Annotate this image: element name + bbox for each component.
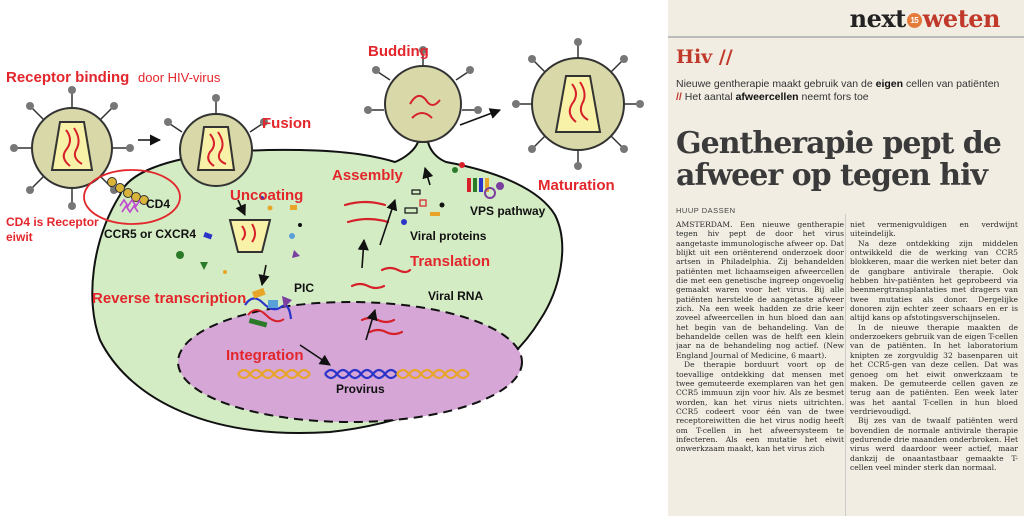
label-maturation: Maturation	[538, 177, 615, 194]
label-pic: PIC	[294, 281, 314, 295]
article-title: Gentherapie pept de afweer op tegen hiv	[676, 126, 1002, 193]
capsid-debris	[176, 196, 302, 274]
label-assembly: Assembly	[332, 167, 404, 184]
article-paragraph: niet vermenigvuldigen en verdwijnt uitei…	[850, 220, 1018, 239]
viral-rna-strands	[343, 200, 412, 336]
label-translation: Translation	[410, 253, 490, 270]
vps-pathway	[452, 162, 504, 199]
label-reverse-transcription: Reverse transcription	[92, 290, 246, 307]
label-vps: VPS pathway	[470, 204, 546, 218]
uncoating-capsid	[228, 219, 272, 253]
article-paragraph: In de nieuwe therapie maakten de onderzo…	[850, 322, 1018, 416]
label-cd4-receptor-1: CD4 is Receptor	[6, 215, 99, 229]
virus-fusion	[164, 94, 268, 187]
page-number-badge: 15	[906, 13, 922, 28]
label-viral-proteins: Viral proteins	[410, 229, 487, 243]
label-integration: Integration	[226, 347, 304, 364]
article-paragraph: AMSTERDAM. Een nieuwe gentherapie tegen …	[676, 220, 844, 360]
article-column-1: AMSTERDAM. Een nieuwe gentherapie tegen …	[676, 220, 844, 516]
nucleus	[177, 301, 523, 423]
section-label: Hiv //	[676, 46, 733, 68]
pic-complex	[244, 287, 293, 328]
label-uncoating: Uncoating	[230, 187, 303, 204]
viral-protein-cluster	[401, 189, 445, 225]
virus-receptor-binding	[10, 86, 134, 210]
article-column-2: niet vermenigvuldigen en verdwijnt uitei…	[850, 220, 1018, 516]
host-dna	[237, 368, 470, 380]
label-cd4-receptor-2: eiwit	[6, 230, 33, 244]
article-paragraph: Bij zes van de twaalf patiënten werd bov…	[850, 416, 1018, 472]
receptor-highlight-circle	[83, 169, 181, 225]
label-cd4: CD4	[146, 197, 170, 211]
label-ccr5: CCR5 or CXCR4	[104, 227, 196, 241]
article-lead: Nieuwe gentherapie maakt gebruik van de …	[676, 78, 1000, 103]
label-receptor-binding: Receptor binding	[6, 69, 129, 86]
label-door-hiv: door HIV-virus	[138, 70, 221, 85]
label-budding: Budding	[368, 43, 429, 60]
article-paragraph: De therapie borduurt voort op de toevall…	[676, 360, 844, 454]
hiv-lifecycle-diagram: Receptor binding door HIV-virus Fusion B…	[6, 38, 644, 434]
virus-mature	[512, 38, 644, 170]
article-paragraph: Na deze ontdekking zijn middelen ontwikk…	[850, 238, 1018, 323]
virus-budding	[364, 46, 482, 143]
label-provirus: Provirus	[336, 382, 385, 396]
ccr5-receptor	[119, 198, 141, 214]
label-viral-rna: Viral RNA	[428, 289, 483, 303]
column-divider	[845, 214, 846, 516]
label-fusion: Fusion	[262, 115, 311, 132]
article-author: HUUP DASSEN	[676, 206, 736, 215]
